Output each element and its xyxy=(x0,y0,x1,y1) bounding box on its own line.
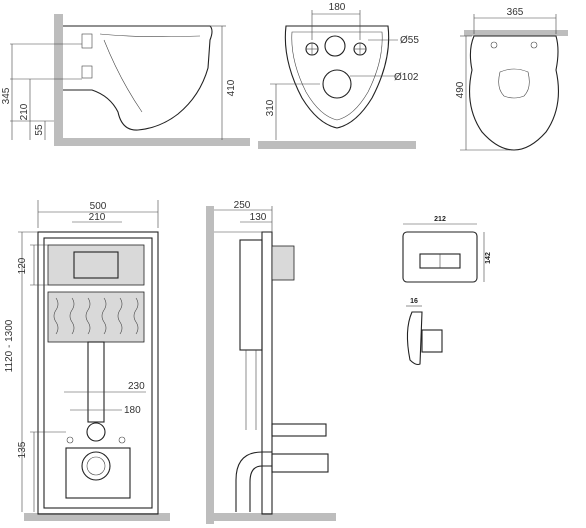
bowl-outline xyxy=(63,25,213,131)
flush-opening xyxy=(73,251,119,279)
cistern-waves xyxy=(53,297,139,335)
outlet-ring-outer xyxy=(81,451,111,481)
outlet-mount xyxy=(65,447,131,499)
outlet-hole xyxy=(322,69,352,99)
plate-mechanism xyxy=(421,329,443,353)
dim-d55: Ø55 xyxy=(400,35,419,46)
dim-212: 212 xyxy=(434,216,446,223)
inlet-pipe xyxy=(81,33,93,49)
dim-410: 410 xyxy=(226,79,237,96)
inlet-ring xyxy=(86,422,106,442)
side-inlet xyxy=(271,423,327,437)
dim-210: 210 xyxy=(19,103,30,120)
side-outlet xyxy=(271,453,329,473)
top-bolt-left xyxy=(490,41,498,49)
dim-210b: 210 xyxy=(89,212,106,223)
dim-142: 142 xyxy=(485,252,492,264)
wall-hatch-5 xyxy=(206,206,214,524)
bowl-side-view: 345 210 55 410 xyxy=(1,14,250,146)
frame-outer xyxy=(37,231,159,515)
bowl-back-view: 180 Ø55 310 Ø102 xyxy=(258,2,419,149)
outlet-pipe xyxy=(81,65,93,79)
back-outline xyxy=(284,25,390,129)
frame-side-view: 250 130 xyxy=(206,200,336,524)
cistern-top xyxy=(47,244,145,286)
frame-front-view: 500 210 120 1120 - 1300 230 180 135 xyxy=(4,200,170,521)
frame-inner xyxy=(43,237,153,509)
inlet-hole xyxy=(324,35,346,57)
dim-120: 120 xyxy=(17,257,28,274)
dim-490: 490 xyxy=(455,81,466,98)
dim-345: 345 xyxy=(1,87,12,104)
cistern-body xyxy=(47,291,145,343)
top-opening xyxy=(498,68,530,99)
dim-1120-1300: 1120 - 1300 xyxy=(4,319,15,372)
dim-500: 500 xyxy=(90,201,107,212)
side-elbow xyxy=(235,451,272,512)
plate-front xyxy=(402,231,478,283)
dim-55: 55 xyxy=(34,124,45,136)
bowl-inner xyxy=(103,39,143,113)
top-bolt-right xyxy=(530,41,538,49)
floor-hatch-5 xyxy=(206,513,336,521)
floor-hatch-4 xyxy=(24,513,170,521)
top-outline xyxy=(469,35,559,151)
side-flush-box xyxy=(271,245,295,281)
dim-310: 310 xyxy=(265,99,276,116)
flush-plate-view: 212 142 16 xyxy=(402,216,492,366)
dim-365: 365 xyxy=(507,7,524,18)
floor-hatch xyxy=(54,138,250,146)
dim-230: 230 xyxy=(128,381,145,392)
dim-180b: 180 xyxy=(124,405,141,416)
outlet-ring-inner xyxy=(86,456,106,476)
floor-hatch-2 xyxy=(258,141,416,149)
dim-16: 16 xyxy=(410,298,418,305)
bowl-rim xyxy=(99,33,201,37)
dim-180: 180 xyxy=(329,2,346,13)
stud-left xyxy=(66,436,74,444)
down-pipe xyxy=(87,341,105,423)
dim-135: 135 xyxy=(17,441,28,458)
back-inner xyxy=(291,31,383,121)
plate-side xyxy=(406,311,423,366)
bowl-top-view: 365 490 xyxy=(455,7,568,151)
dim-250: 250 xyxy=(234,200,251,211)
wall-hatch-3 xyxy=(464,30,568,36)
dim-d102: Ø102 xyxy=(394,72,419,83)
stud-right xyxy=(118,436,126,444)
side-cistern xyxy=(239,239,263,351)
dim-130: 130 xyxy=(250,212,267,223)
side-post xyxy=(261,231,273,515)
